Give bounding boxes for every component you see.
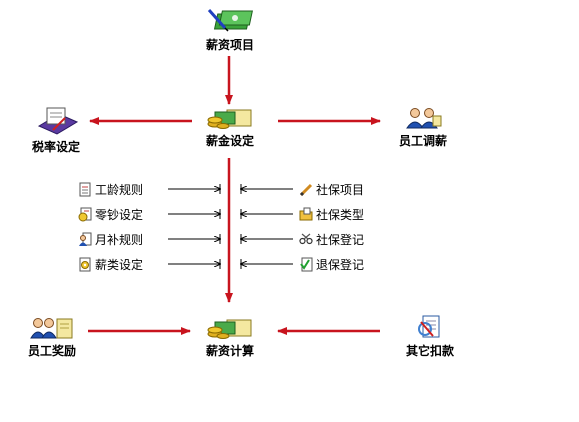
right-item-social-insurance-items[interactable]: 社保项目 <box>299 181 364 198</box>
node-salary-setting[interactable]: 薪金设定 <box>200 104 260 149</box>
people-scroll-icon <box>30 318 73 339</box>
node-reward[interactable]: 员工奖励 <box>20 316 84 359</box>
money-pen-icon <box>207 9 253 32</box>
node-salary-items[interactable]: 薪资项目 <box>200 8 260 53</box>
item-label: 零钞设定 <box>95 208 144 222</box>
node-label: 其它扣款 <box>405 344 454 358</box>
left-item-seniority-rules[interactable]: 工龄规则 <box>78 181 143 198</box>
item-label: 工龄规则 <box>95 183 144 197</box>
left-item-salary-type[interactable]: 薪类设定 <box>78 256 143 273</box>
folder-icon <box>299 207 313 221</box>
person-document-icon <box>79 232 92 246</box>
node-label: 员工调薪 <box>398 134 447 148</box>
left-connectors <box>168 184 220 269</box>
coins-notes-icon <box>207 319 252 339</box>
node-label: 员工奖励 <box>27 344 76 358</box>
node-payroll-calc[interactable]: 薪资计算 <box>200 314 260 359</box>
pencil-icon <box>299 183 313 197</box>
item-label: 月补规则 <box>95 233 144 247</box>
node-label: 薪金设定 <box>205 134 254 148</box>
left-item-change-setting[interactable]: 零钞设定 <box>78 206 143 223</box>
node-label: 税率设定 <box>31 140 80 154</box>
coin-document-icon <box>78 207 92 222</box>
item-label: 社保登记 <box>316 233 365 247</box>
check-document-icon <box>300 257 313 272</box>
item-label: 社保项目 <box>316 183 365 197</box>
right-item-social-insurance-register[interactable]: 社保登记 <box>299 231 364 248</box>
left-item-monthly-allowance[interactable]: 月补规则 <box>78 231 143 248</box>
right-connectors <box>241 184 293 269</box>
gear-document-icon <box>79 257 91 272</box>
deduction-icon <box>418 315 440 338</box>
document-icon <box>79 182 91 197</box>
node-label: 薪资计算 <box>205 344 254 358</box>
node-other-deduct[interactable]: 其它扣款 <box>398 314 462 359</box>
tax-printer-icon <box>37 107 79 135</box>
coins-notes-icon <box>207 109 252 129</box>
item-label: 薪类设定 <box>95 258 144 272</box>
people-icon <box>406 108 442 129</box>
right-item-surrender-register[interactable]: 退保登记 <box>299 256 364 273</box>
node-tax-rate[interactable]: 税率设定 <box>26 104 86 155</box>
item-label: 退保登记 <box>316 258 365 272</box>
item-label: 社保类型 <box>316 208 365 222</box>
scissors-icon <box>299 233 313 245</box>
node-label: 薪资项目 <box>205 38 254 52</box>
right-item-social-insurance-type[interactable]: 社保类型 <box>299 206 364 223</box>
node-salary-adjust[interactable]: 员工调薪 <box>388 106 458 149</box>
